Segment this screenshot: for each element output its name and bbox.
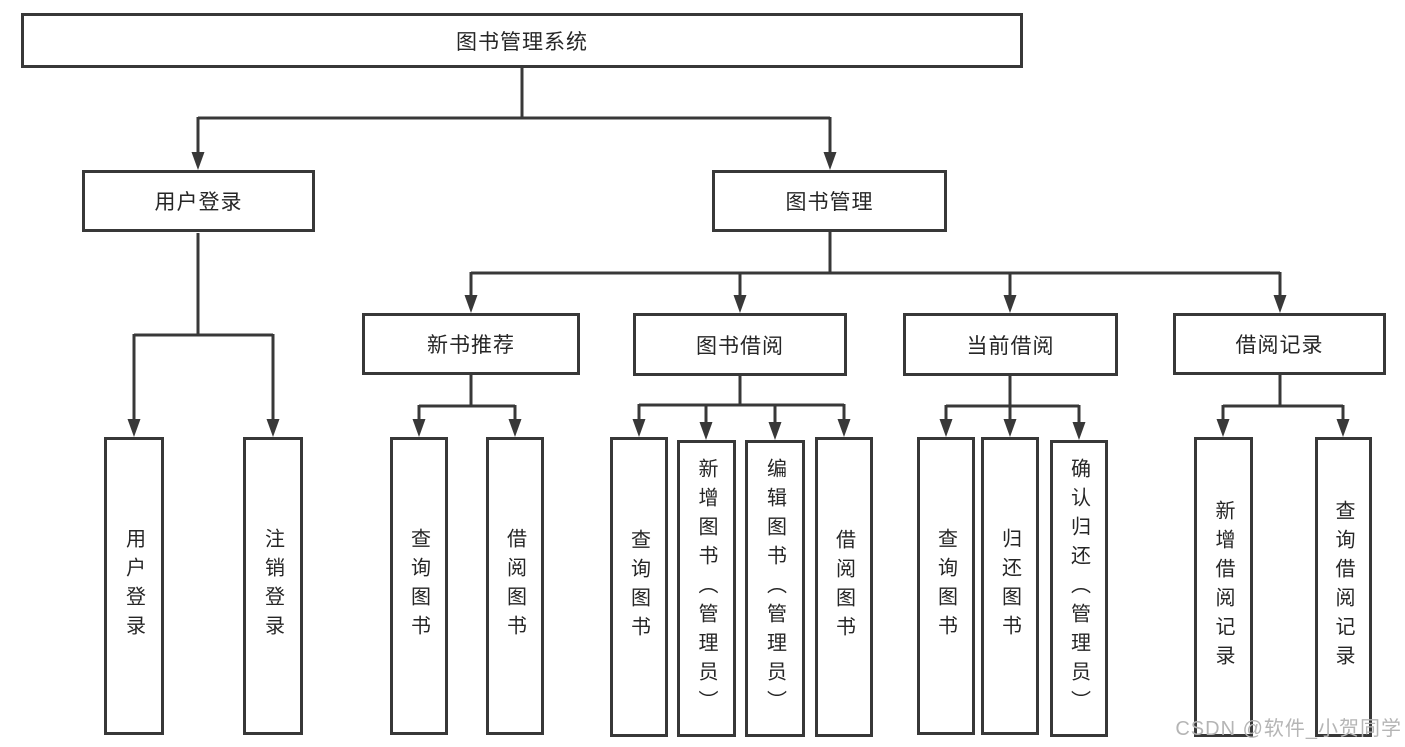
node-new-book-recommendation: 新书推荐 <box>362 313 580 375</box>
node-user-login-leaf: 用户登录 <box>104 437 164 735</box>
node-user-login: 用户登录 <box>82 170 315 232</box>
node-logout: 注销登录 <box>243 437 303 735</box>
node-return-books: 归还图书 <box>981 437 1039 735</box>
node-borrow-books-leaf: 借阅图书 <box>815 437 873 737</box>
node-confirm-return-admin: 确认归还（管理员） <box>1050 440 1108 737</box>
node-query-books-current: 查询图书 <box>917 437 975 735</box>
node-borrow-books-recommend: 借阅图书 <box>486 437 544 735</box>
node-current-borrow: 当前借阅 <box>903 313 1118 376</box>
node-add-borrow-record: 新增借阅记录 <box>1194 437 1253 737</box>
node-book-borrow: 图书借阅 <box>633 313 847 376</box>
node-edit-books-admin: 编辑图书（管理员） <box>745 440 805 737</box>
node-borrow-records: 借阅记录 <box>1173 313 1386 375</box>
watermark: CSDN @软件_小贺同学 <box>1175 718 1402 740</box>
node-add-books-admin: 新增图书（管理员） <box>677 440 736 737</box>
node-query-books-recommend: 查询图书 <box>390 437 448 735</box>
node-query-borrow-record: 查询借阅记录 <box>1315 437 1372 737</box>
node-library-system: 图书管理系统 <box>21 13 1023 68</box>
node-book-management: 图书管理 <box>712 170 947 232</box>
node-query-books-borrow: 查询图书 <box>610 437 668 737</box>
